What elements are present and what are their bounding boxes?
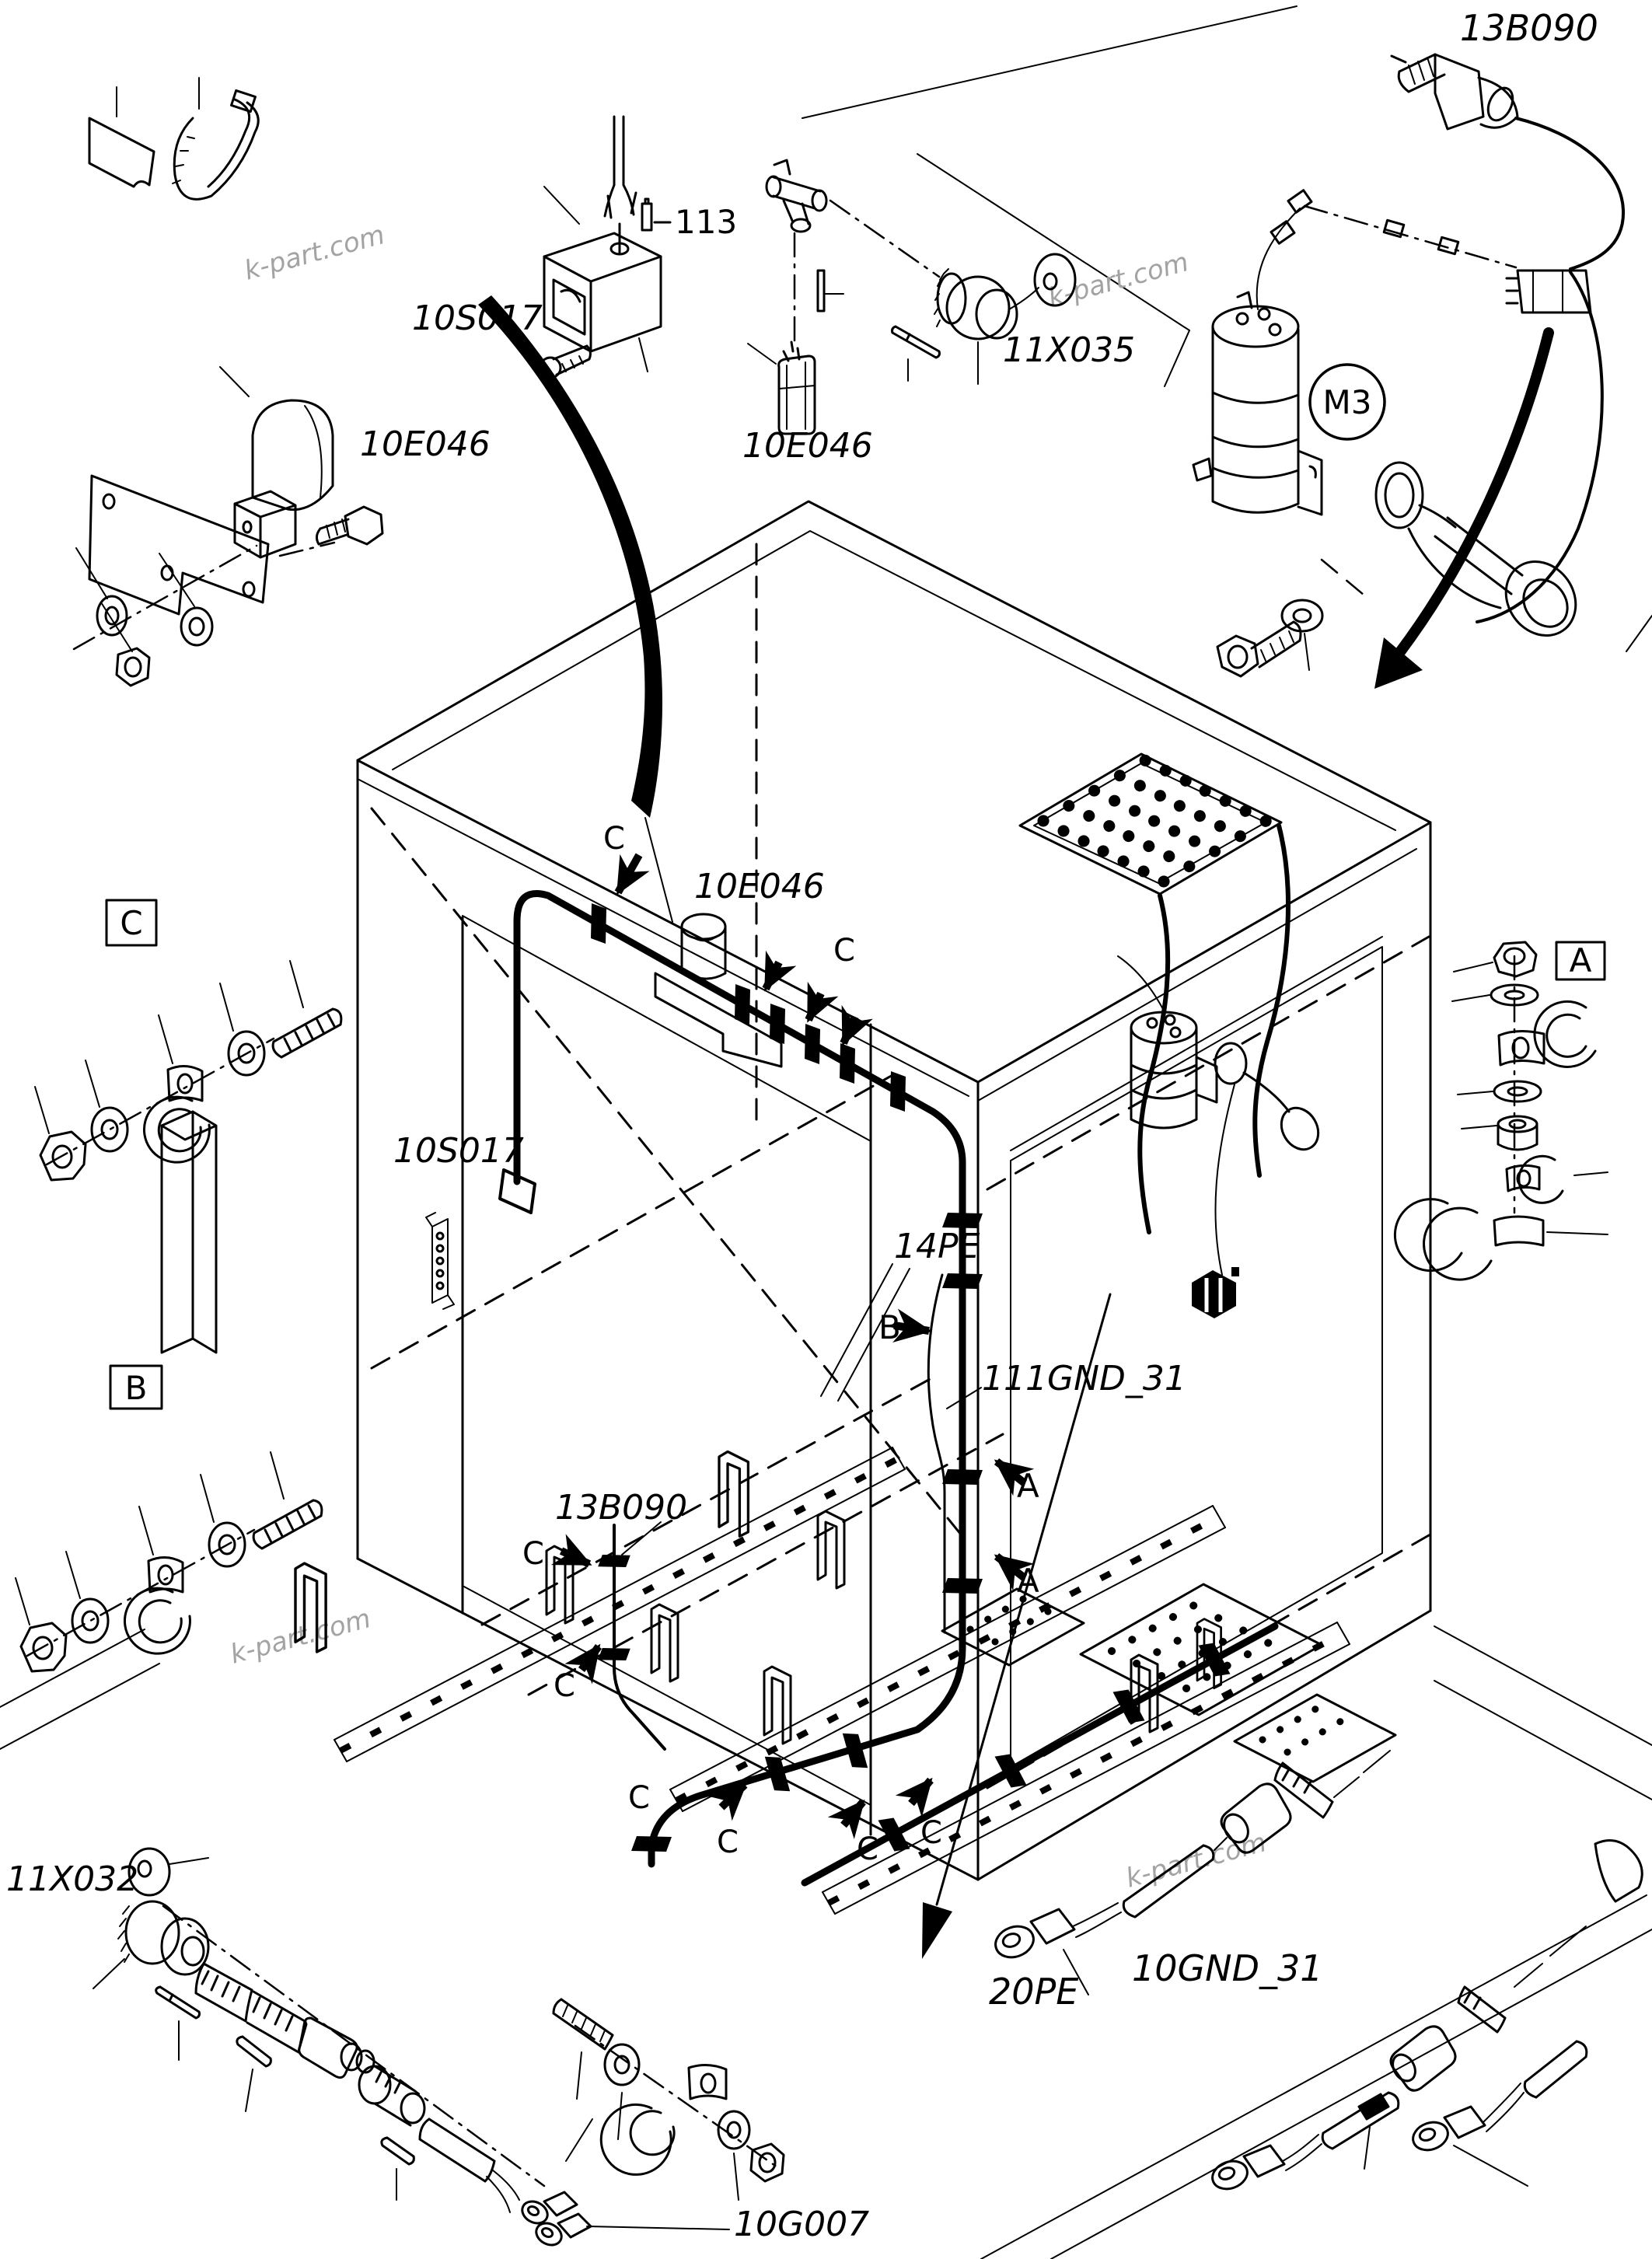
hose-piece: [88, 86, 155, 188]
solenoid-connector-mid: [425, 1076, 536, 1310]
section-box-a: A: [1555, 941, 1606, 981]
sensor-13b090: [1303, 53, 1626, 314]
harness-direction-arrow-left: [478, 295, 673, 923]
label-113: 113: [675, 203, 737, 241]
terminal-pins: [816, 269, 941, 382]
horn: [1374, 271, 1652, 652]
callout-a: A: [1017, 1467, 1039, 1505]
compressor-in-box: [1117, 955, 1320, 1276]
connector-chain-11x032: [93, 1847, 730, 2247]
mount-slab: [160, 1110, 218, 1354]
label-m3: M3: [1323, 383, 1372, 421]
main-harness: [513, 889, 1279, 1887]
section-label-c: C: [120, 904, 142, 942]
harness-drop-13b090: [598, 1521, 666, 1751]
watermark-text: k-part.com: [241, 219, 388, 287]
callout-c: C: [628, 1780, 650, 1816]
label-10s017-top: 10S017: [412, 299, 543, 338]
tee-fitting: [765, 159, 941, 345]
callout-c: C: [522, 1536, 544, 1572]
callout-a: A: [1017, 1562, 1039, 1600]
solenoid-10s017-top: [539, 115, 672, 379]
ground-cable-10gnd: [1211, 1839, 1643, 2191]
section-label-a: A: [1570, 941, 1592, 979]
watermark-text: k-part.com: [1045, 246, 1192, 314]
section-label-b: B: [125, 1369, 148, 1407]
callout-c: C: [833, 933, 855, 969]
label-11x035: 11X035: [1003, 330, 1135, 370]
cable-tie: [172, 77, 260, 201]
section-box-c: C: [105, 899, 158, 947]
callout-c: C: [603, 821, 625, 857]
clamp-set-bottom: [552, 1998, 785, 2201]
connector-11x035: [934, 253, 1077, 385]
roof-beacon-10e046: [654, 913, 783, 1068]
watermark-text: k-part.com: [227, 1603, 374, 1671]
plug-connector-10e046: [747, 340, 816, 435]
callout-b: B: [878, 1308, 901, 1346]
label-14pe: 14PE: [894, 1227, 980, 1266]
wire-leaders: [820, 1263, 982, 1409]
label-111gnd-31: 111GND_31: [982, 1359, 1186, 1398]
labels: 13B090 113 10S017 11X035 10E046 10E046 M…: [6, 7, 1598, 2244]
clamp-set-c: [33, 959, 343, 1182]
clamp-stack-a: [1393, 941, 1608, 1281]
callout-c: C: [857, 1831, 878, 1867]
callout-c: C: [920, 1815, 942, 1851]
label-10e046-roof: 10E046: [694, 867, 825, 906]
beacon-bracket-assembly: [72, 366, 384, 687]
label-13b090-bottom: 13B090: [555, 1488, 687, 1528]
compressor-m3: [1192, 189, 1460, 678]
label-10gnd-31: 10GND_31: [1132, 1947, 1323, 1989]
label-20pe: 20PE: [989, 1971, 1078, 2013]
label-10s017-mid: 10S017: [393, 1131, 524, 1171]
section-box-b: B: [109, 1364, 163, 1410]
label-10g007: 10G007: [734, 2205, 869, 2244]
callout-c: C: [554, 1668, 575, 1704]
label-11x032: 11X032: [6, 1859, 138, 1899]
callout-arrows: [550, 853, 1035, 1839]
background-panel-lines: [0, 5, 1652, 2259]
label-13b090-top: 13B090: [1460, 7, 1598, 49]
cable-trays: [294, 1447, 1350, 1915]
roof-grille-plate: [1018, 752, 1291, 1234]
ground-cable-20pe: [994, 1750, 1391, 1995]
harness-direction-arrow-right: [922, 327, 1554, 1959]
callout-c: C: [717, 1824, 739, 1860]
relay-box: [1192, 1267, 1239, 1318]
label-10e046-bracket: 10E046: [360, 424, 491, 464]
label-10e046-plug: 10E046: [742, 426, 873, 466]
